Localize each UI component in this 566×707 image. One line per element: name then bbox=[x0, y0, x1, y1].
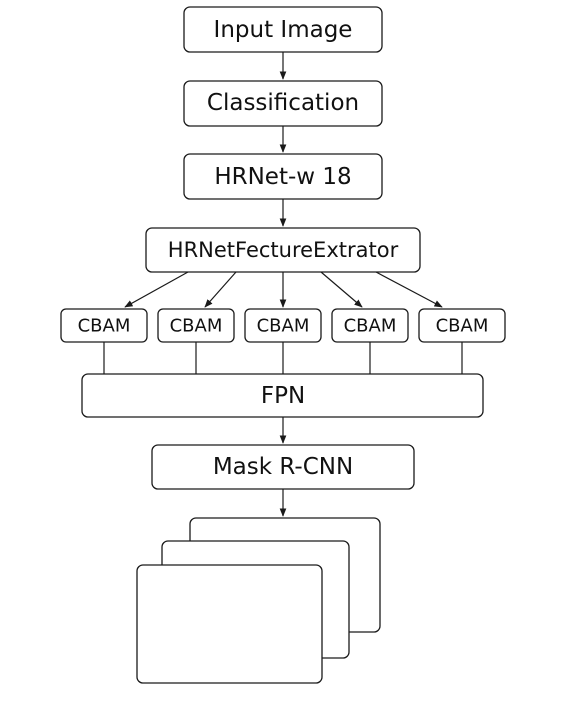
node-cbam-4-label: CBAM bbox=[344, 316, 397, 337]
edge-extractor-to-cbam-5 bbox=[375, 271, 443, 308]
edge-extractor-to-cbam-4 bbox=[320, 271, 363, 308]
node-cbam-1-label: CBAM bbox=[78, 316, 131, 337]
edge-extractor-to-cbam-2 bbox=[204, 271, 237, 308]
node-classification-label: Classification bbox=[207, 90, 359, 116]
edges bbox=[103, 52, 463, 517]
output-card-front bbox=[136, 564, 323, 684]
node-feature-extractor-label: HRNetFectureExtrator bbox=[168, 238, 399, 262]
node-cbam-4: CBAM bbox=[331, 308, 409, 343]
node-fpn-label: FPN bbox=[261, 383, 305, 409]
node-input-image: Input Image bbox=[183, 6, 383, 53]
node-cbam-3: CBAM bbox=[244, 308, 322, 343]
node-feature-extractor: HRNetFectureExtrator bbox=[145, 227, 421, 273]
node-hrnet-w18: HRNet-w 18 bbox=[183, 153, 383, 200]
node-cbam-2: CBAM bbox=[157, 308, 235, 343]
node-hrnet-w18-label: HRNet-w 18 bbox=[214, 164, 351, 190]
node-input-image-label: Input Image bbox=[214, 17, 353, 43]
node-cbam-5: CBAM bbox=[418, 308, 506, 343]
node-mask-rcnn-label: Mask R-CNN bbox=[213, 454, 353, 480]
node-cbam-1: CBAM bbox=[60, 308, 148, 343]
node-cbam-5-label: CBAM bbox=[436, 316, 489, 337]
edge-extractor-to-cbam-1 bbox=[124, 271, 189, 308]
node-fpn: FPN bbox=[81, 373, 484, 418]
node-cbam-3-label: CBAM bbox=[257, 316, 310, 337]
node-classification: Classification bbox=[183, 80, 383, 127]
output-stack bbox=[136, 517, 381, 684]
node-cbam-2-label: CBAM bbox=[170, 316, 223, 337]
node-mask-rcnn: Mask R-CNN bbox=[151, 444, 415, 490]
